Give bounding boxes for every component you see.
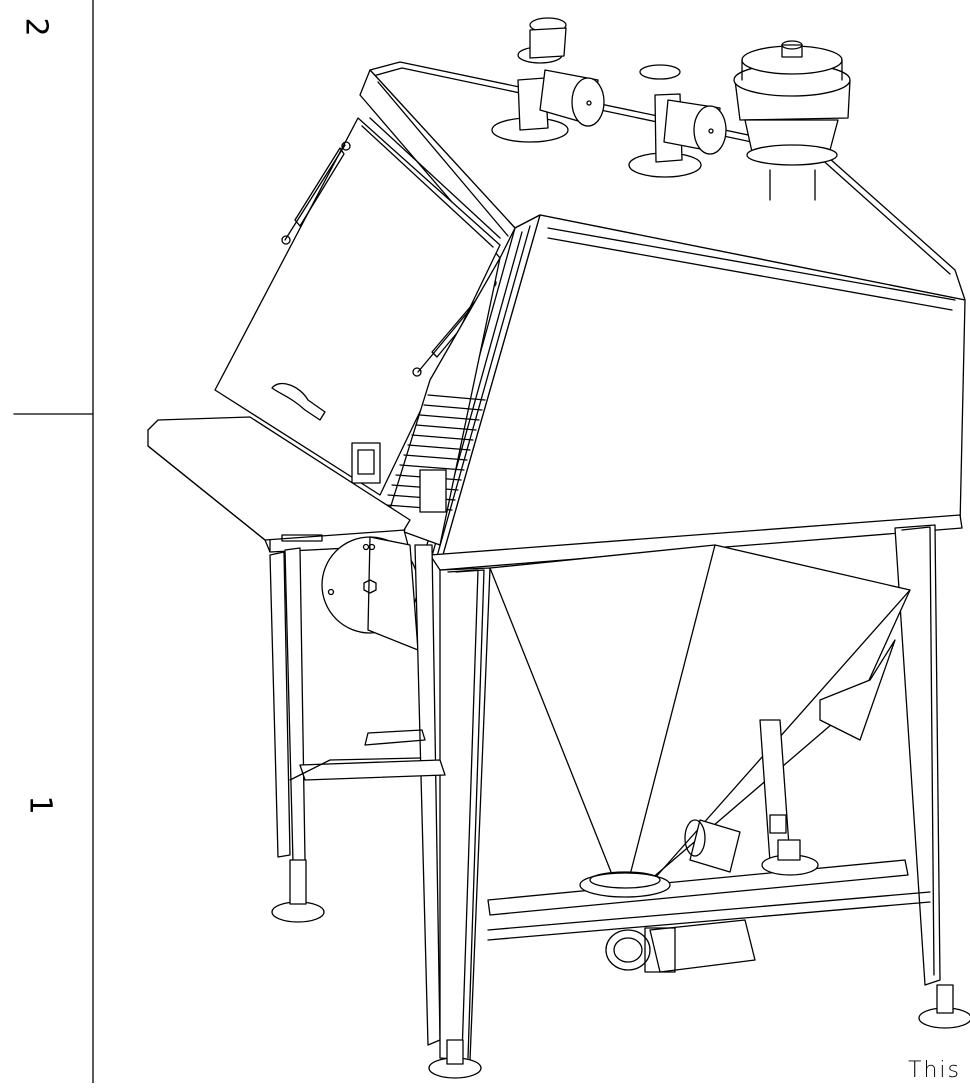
zone-label-1: 1: [22, 795, 58, 815]
sheet-frame: [14, 0, 93, 1083]
hinged-door: [215, 118, 500, 495]
footer-note: This: [908, 1058, 961, 1083]
top-fittings: [492, 18, 850, 200]
sieve-grate: [385, 258, 500, 545]
zone-label-2: 2: [18, 17, 54, 37]
side-inlet: [685, 820, 740, 872]
rear-legs: [760, 720, 818, 875]
leveling-feet: [272, 860, 970, 1078]
support-frame: [270, 525, 940, 1060]
bottom-valve: [606, 920, 755, 972]
drive-plate: [322, 537, 418, 650]
side-shelf: [148, 417, 410, 552]
